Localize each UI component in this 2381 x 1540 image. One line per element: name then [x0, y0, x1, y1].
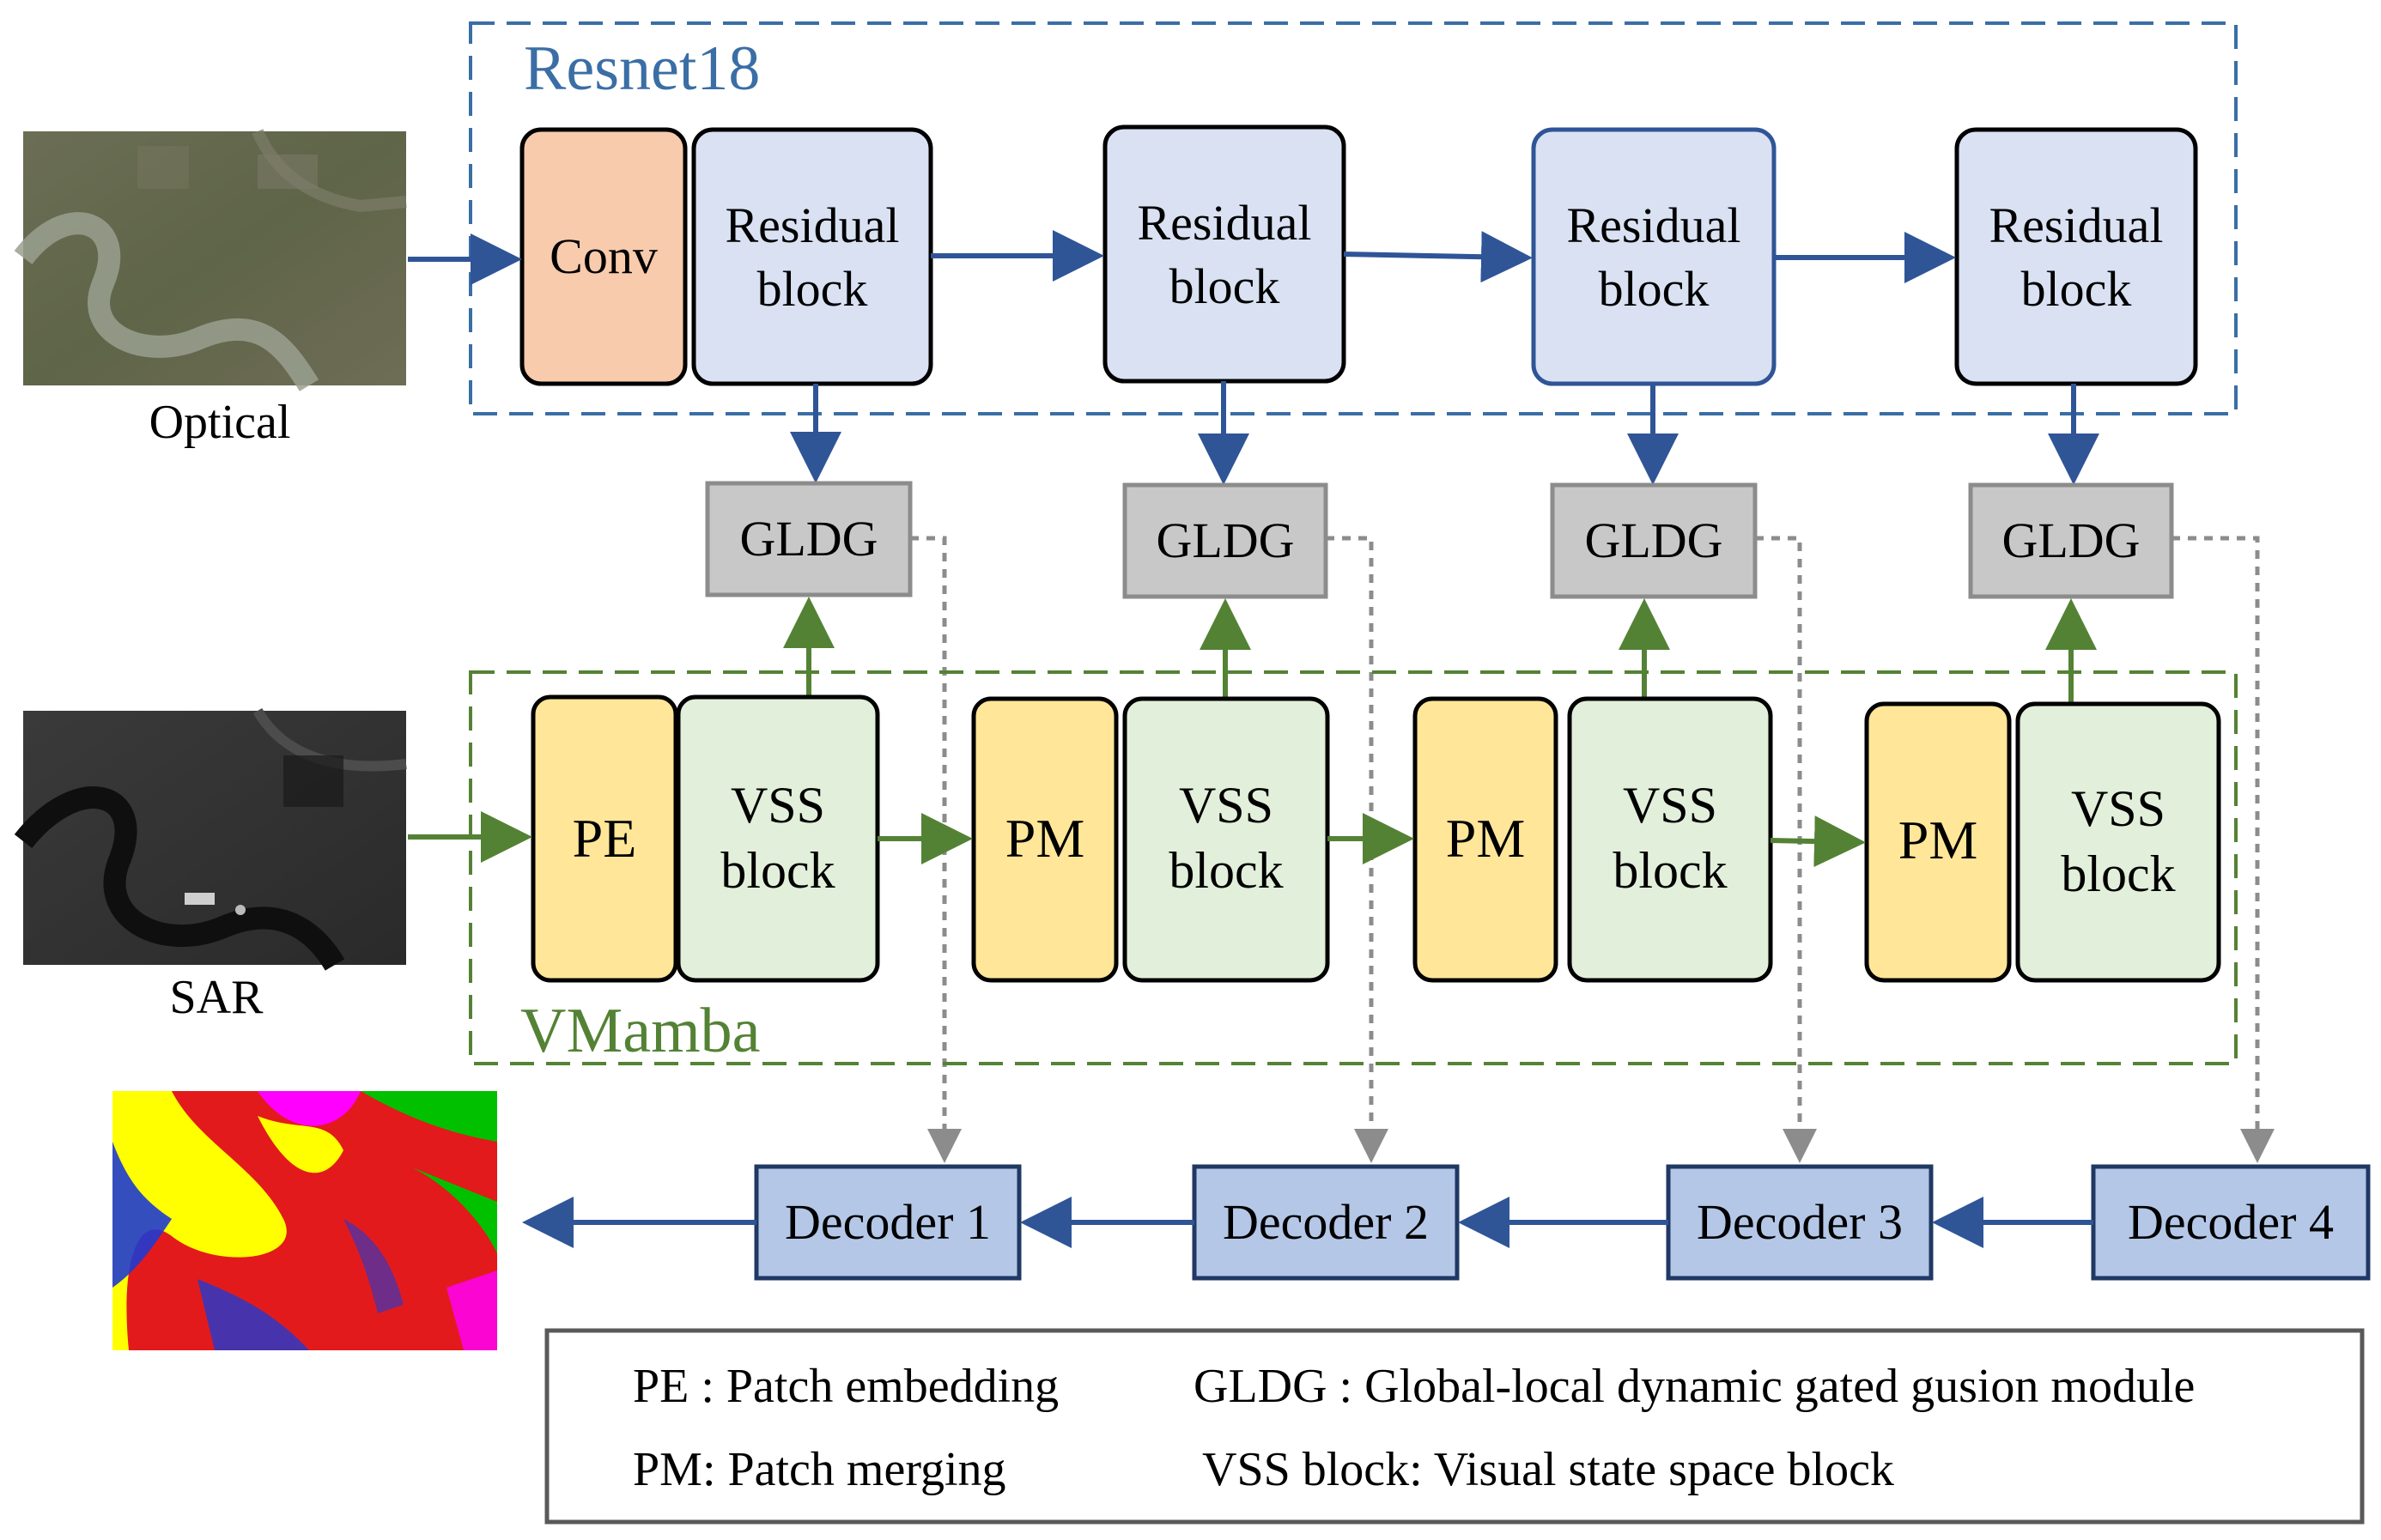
vss-block: VSS block	[2015, 701, 2221, 983]
stem-label: PM	[1005, 808, 1085, 869]
vmamba-group	[469, 670, 2238, 1065]
conv-block	[519, 127, 688, 386]
resnet18-title: Resnet18	[524, 33, 760, 104]
decoder-block: Decoder 3	[1666, 1164, 1934, 1281]
vss-to-gldg-arrows	[783, 597, 2097, 704]
gldg-module: GLDG	[1122, 482, 1328, 599]
sar-input-image	[14, 707, 407, 971]
decoder-block: Decoder 2	[1192, 1164, 1460, 1281]
resnet18-group	[469, 21, 2238, 415]
vss-block-label-line1: VSS	[2071, 780, 2165, 837]
legend-pe: PE : Patch embedding	[633, 1360, 1059, 1413]
stem-label: PE	[573, 808, 637, 869]
optical-input-image	[14, 129, 407, 391]
stem-label: PM	[1446, 808, 1526, 869]
conv-label: Conv	[550, 228, 658, 284]
patch-merging-block: PM	[971, 696, 1119, 983]
vss-block-label-line1: VSS	[1179, 777, 1273, 834]
legend-pm: PM: Patch merging	[633, 1443, 1006, 1496]
vmamba-flow-arrows	[408, 811, 1866, 868]
gldg-label: GLDG	[739, 511, 878, 567]
residual-block-label-line2: block	[1599, 261, 1710, 317]
vss-block-label-line1: VSS	[1623, 777, 1717, 834]
residual-block-label-line2: block	[757, 261, 868, 317]
legend-gldg: GLDG : Global-local dynamic gated gusion…	[1194, 1360, 2195, 1413]
vss-block-label-line2: block	[720, 842, 835, 899]
gldg-label: GLDG	[1584, 512, 1722, 568]
resnet-to-gldg-arrows	[790, 381, 2099, 485]
legend-vss: VSS block: Visual state space block	[1202, 1443, 1894, 1496]
gldg-module: GLDG	[705, 481, 913, 597]
gldg-module: GLDG	[1550, 482, 1758, 599]
vss-block: VSS block	[1122, 696, 1330, 983]
residual-block: Residual block	[691, 127, 933, 386]
residual-block-label-line1: Residual	[1567, 197, 1741, 253]
stem-label: PM	[1898, 809, 1978, 870]
patch-embedding-block: PE	[531, 694, 678, 983]
vss-block-label-line1: VSS	[731, 777, 825, 834]
gldg-module: GLDG	[1968, 482, 2174, 599]
vss-block: VSS block	[676, 694, 880, 983]
residual-block-label-line1: Residual	[726, 197, 900, 253]
sar-label: SAR	[170, 971, 264, 1024]
decoder-label: Decoder 2	[1223, 1194, 1429, 1250]
legend-box	[544, 1328, 2365, 1525]
patch-merging-block: PM	[1412, 696, 1558, 983]
gldg-to-decoder-connectors	[910, 536, 2275, 1163]
residual-block-label-line2: block	[1169, 258, 1280, 314]
decoder-block: Decoder 1	[754, 1164, 1022, 1281]
vss-block-label-line2: block	[2061, 846, 2175, 902]
decoder-label: Decoder 3	[1697, 1194, 1903, 1250]
vmamba-title: VMamba	[520, 996, 761, 1066]
residual-block: Residual block	[1531, 127, 1777, 386]
decoder-label: Decoder 1	[785, 1194, 991, 1250]
vss-block-label-line2: block	[1169, 842, 1283, 899]
vss-block-label-line2: block	[1613, 842, 1727, 899]
decoder-label: Decoder 4	[2128, 1194, 2334, 1250]
segmentation-output-image	[112, 1091, 497, 1350]
decoder-block: Decoder 4	[2091, 1164, 2371, 1281]
vss-block: VSS block	[1567, 696, 1773, 983]
residual-block-label-line1: Residual	[1138, 195, 1312, 251]
resnet-flow-arrows	[408, 230, 1956, 285]
gldg-label: GLDG	[2001, 512, 2140, 568]
optical-label: Optical	[149, 396, 291, 449]
patch-merging-block: PM	[1864, 701, 2012, 983]
gldg-label: GLDG	[1156, 512, 1294, 568]
residual-block: Residual block	[1954, 127, 2198, 386]
residual-block-label-line2: block	[2021, 261, 2132, 317]
residual-block-label-line1: Residual	[1989, 197, 2164, 253]
residual-block: Residual block	[1102, 124, 1346, 384]
